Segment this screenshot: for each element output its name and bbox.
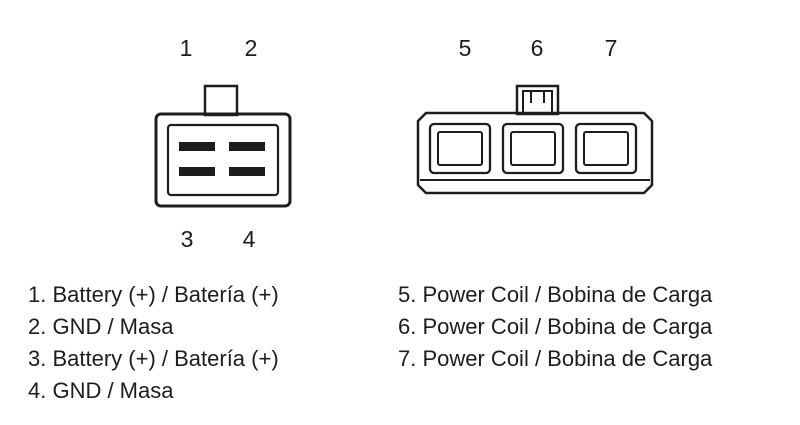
pin-number-4: 4 — [242, 226, 256, 252]
legend-item-pin1: 1. Battery (+) / Batería (+) — [28, 282, 279, 307]
pin2-blade-icon — [229, 142, 265, 151]
socket7-outer-icon — [574, 122, 638, 175]
pin3-blade-icon — [179, 167, 215, 176]
legend-item-pin6: 6. Power Coil / Bobina de Carga — [398, 314, 713, 339]
three-pin-connector-drawing — [416, 84, 654, 195]
socket5-outer-icon — [428, 122, 492, 175]
socket5-inner-icon — [437, 131, 483, 166]
pin-number-1: 1 — [179, 35, 193, 61]
legend-left-column: 1. Battery (+) / Batería (+) 2. GND / Ma… — [28, 279, 279, 407]
blade-terminals — [179, 142, 265, 176]
legend-item-pin4: 4. GND / Masa — [28, 378, 174, 403]
four-pin-connector-drawing — [154, 84, 292, 208]
socket6-outer-icon — [501, 122, 565, 175]
pin-number-6: 6 — [530, 35, 544, 61]
legend-item-pin3: 3. Battery (+) / Batería (+) — [28, 346, 279, 371]
socket6-inner-icon — [510, 131, 556, 166]
connector-outer-shell-icon — [416, 111, 654, 195]
pin-number-7: 7 — [604, 35, 618, 61]
pin-number-3: 3 — [180, 226, 194, 252]
latch-inner-icon — [522, 90, 553, 115]
pin4-blade-icon — [229, 167, 265, 176]
legend-item-pin2: 2. GND / Masa — [28, 314, 174, 339]
legend-right-column: 5. Power Coil / Bobina de Carga 6. Power… — [398, 279, 712, 375]
socket7-inner-icon — [583, 131, 629, 166]
legend-item-pin7: 7. Power Coil / Bobina de Carga — [398, 346, 713, 371]
pin-number-5: 5 — [458, 35, 472, 61]
connector-inner-wall-icon — [166, 123, 280, 197]
legend-item-pin5: 5. Power Coil / Bobina de Carga — [398, 282, 713, 307]
connector-outer-shell-icon — [154, 112, 292, 208]
pin1-blade-icon — [179, 142, 215, 151]
connector-drawings — [154, 84, 654, 208]
pin-number-2: 2 — [244, 35, 258, 61]
connector-top-tab-icon — [203, 84, 239, 117]
